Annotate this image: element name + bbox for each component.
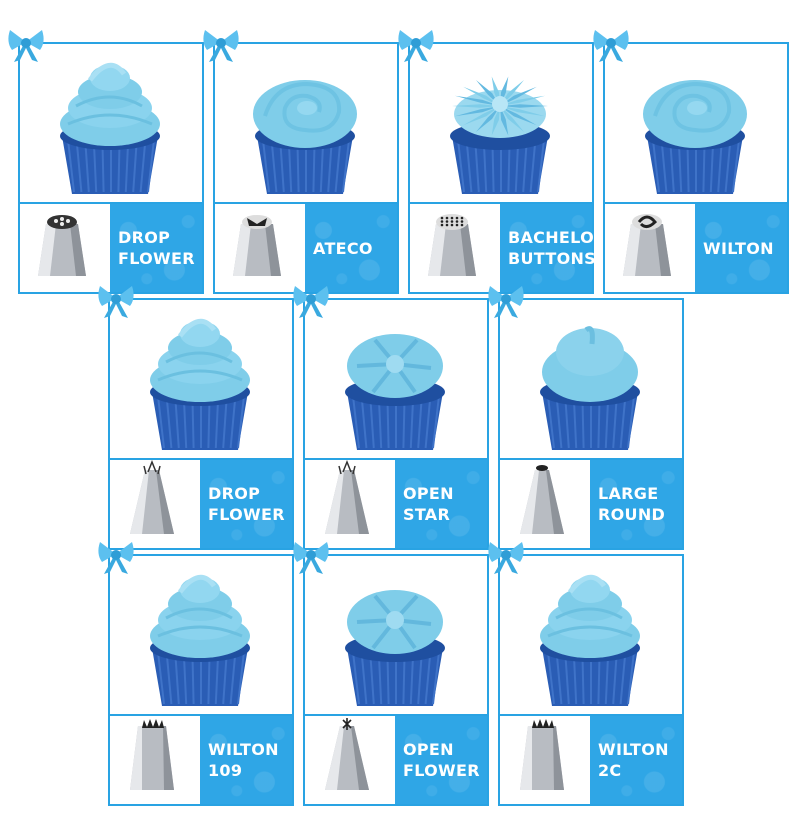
ribbon-bow-icon (4, 26, 48, 66)
ribbon-bow-icon (484, 282, 528, 322)
cupcake-photo (500, 556, 682, 714)
piping-tip-card: LARGE ROUND (498, 298, 684, 550)
tip-info-row: WILTON (605, 202, 787, 292)
tip-name: DROP FLOWER (208, 484, 285, 524)
cupcake-photo (305, 556, 487, 714)
tip-name: WILTON (703, 238, 774, 258)
bachelor-buttons-tip-icon (410, 204, 500, 292)
tip-info-row: DROP FLOWER (110, 458, 292, 548)
piping-tip-card: OPEN STAR (303, 298, 489, 550)
ribbon-bow-icon (484, 538, 528, 578)
open-star-tip-icon (305, 460, 395, 548)
open-flower-tip-icon (305, 716, 395, 804)
tip-info-row: WILTON 2C (500, 714, 682, 804)
ribbon-bow-icon (589, 26, 633, 66)
tip-label-panel: OPEN FLOWER (395, 716, 487, 804)
drop-flower-tip-icon (20, 204, 110, 292)
wilton-tip-icon (605, 204, 695, 292)
tip-name: OPEN STAR (403, 484, 454, 524)
ribbon-bow-icon (94, 282, 138, 322)
tip-label-panel: DROP FLOWER (200, 460, 292, 548)
piping-tip-card: ATECO (213, 42, 399, 294)
tip-name: LARGE ROUND (598, 484, 666, 524)
tip-info-row: WILTON 109 (110, 714, 292, 804)
ribbon-bow-icon (289, 282, 333, 322)
tip-label-panel: DROP FLOWER (110, 204, 202, 292)
tip-name: WILTON 109 (208, 740, 279, 780)
tip-info-row: OPEN STAR (305, 458, 487, 548)
tip-label-panel: LARGE ROUND (590, 460, 682, 548)
tip-label-panel: WILTON 2C (590, 716, 682, 804)
tip-label-panel: BACHELOR BUTTONS (500, 204, 606, 292)
piping-tip-card: WILTON 109 (108, 554, 294, 806)
tip-name: WILTON 2C (598, 740, 669, 780)
cupcake-photo (305, 300, 487, 458)
ateco-tip-icon (215, 204, 305, 292)
tip-name: DROP FLOWER (118, 228, 195, 268)
cupcake-photo (20, 44, 202, 202)
cupcake-photo (110, 556, 292, 714)
tip-label-panel: WILTON (695, 204, 787, 292)
ribbon-bow-icon (199, 26, 243, 66)
tip-info-row: OPEN FLOWER (305, 714, 487, 804)
tip-name: OPEN FLOWER (403, 740, 480, 780)
tip-label-panel: OPEN STAR (395, 460, 487, 548)
cupcake-photo (605, 44, 787, 202)
ribbon-bow-icon (394, 26, 438, 66)
piping-tip-card: DROP FLOWER (108, 298, 294, 550)
cupcake-photo (500, 300, 682, 458)
cupcake-photo (215, 44, 397, 202)
tip-info-row: ATECO (215, 202, 397, 292)
tip-label-panel: WILTON 109 (200, 716, 292, 804)
piping-tip-card: WILTON 2C (498, 554, 684, 806)
ribbon-bow-icon (94, 538, 138, 578)
large-round-tip-icon (500, 460, 590, 548)
cupcake-photo (110, 300, 292, 458)
drop-flower-tip-icon (110, 460, 200, 548)
tip-label-panel: ATECO (305, 204, 397, 292)
tip-info-row: LARGE ROUND (500, 458, 682, 548)
cupcake-photo (410, 44, 592, 202)
piping-tip-card: OPEN FLOWER (303, 554, 489, 806)
tip-name: BACHELOR BUTTONS (508, 228, 607, 268)
piping-tip-card: BACHELOR BUTTONS (408, 42, 606, 294)
piping-tip-card: WILTON (603, 42, 789, 294)
tip-info-row: BACHELOR BUTTONS (410, 202, 606, 292)
wilton-109-tip-icon (110, 716, 200, 804)
tip-name: ATECO (313, 238, 373, 258)
piping-tip-card: DROP FLOWER (18, 42, 204, 294)
ribbon-bow-icon (289, 538, 333, 578)
wilton-2c-tip-icon (500, 716, 590, 804)
tip-info-row: DROP FLOWER (20, 202, 202, 292)
